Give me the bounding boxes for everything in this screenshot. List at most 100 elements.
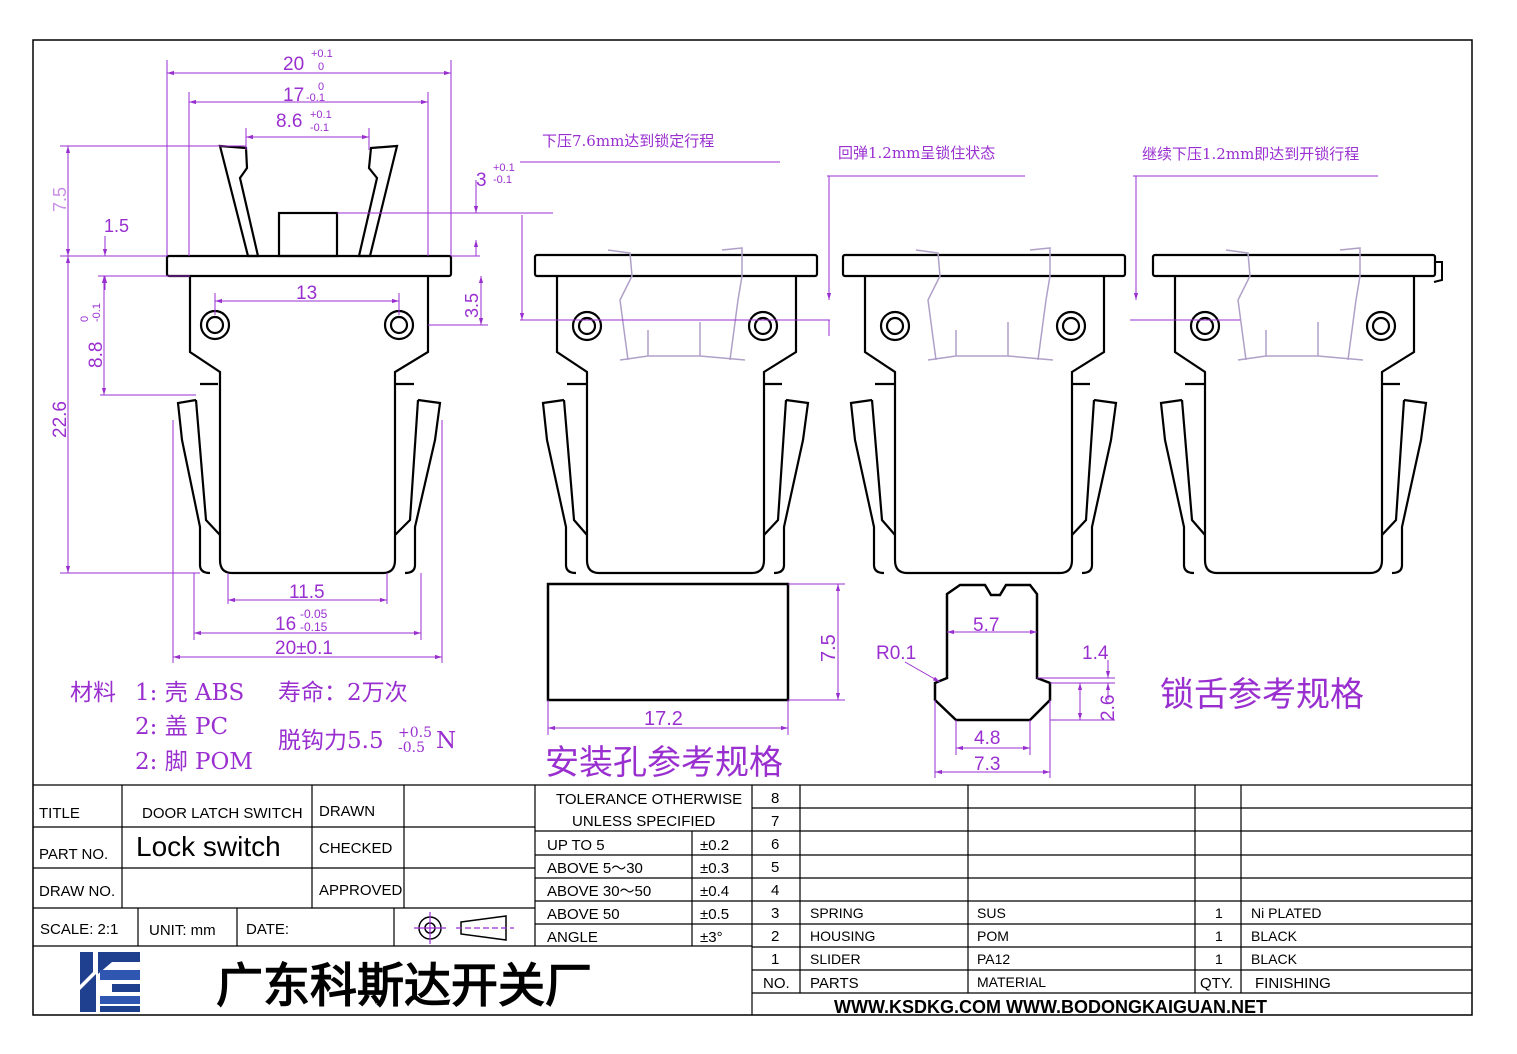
dim-8-6: 8.6 — [276, 111, 302, 132]
bom-row-no: 7 — [771, 813, 779, 830]
dim-20-top-tol-dn: 0 — [318, 61, 324, 73]
bom-row-material: POM — [977, 928, 1009, 944]
dim-1-4: 1.4 — [1082, 643, 1109, 664]
state-view-1 — [533, 247, 819, 575]
dim-20-bottom: 20±0.1 — [275, 638, 333, 659]
bom-row-part: SLIDER — [810, 951, 861, 967]
tolerance-range: ABOVE 50 — [547, 906, 620, 923]
tolerance-range: ABOVE 30～50 — [547, 883, 651, 900]
state-view-3 — [1151, 247, 1443, 575]
dim-20-top-tol-up: +0.1 — [311, 48, 333, 60]
pull-force-tol-up: +0.5 — [398, 725, 432, 741]
hole-spec-label: 安装孔参考规格 — [545, 743, 783, 783]
tolerance-value: ±0.4 — [700, 883, 729, 900]
scale-label: SCALE: 2:1 — [40, 921, 118, 938]
bom-row-material: PA12 — [977, 951, 1010, 967]
dim-16-tol-dn: -0.15 — [300, 620, 328, 634]
dim-22-6: 22.6 — [50, 401, 71, 438]
material-title: 材料 — [70, 680, 116, 706]
bom-header-finishing: FINISHING — [1255, 975, 1331, 992]
bom-header-no: NO. — [763, 975, 790, 992]
dim-2-6: 2.6 — [1098, 695, 1119, 721]
title-label: TITLE — [39, 805, 80, 822]
bom-row-qty: 1 — [1215, 951, 1223, 967]
step1-label: 下压7.6mm达到锁定行程 — [542, 132, 714, 150]
bom-row-finishing: BLACK — [1251, 951, 1298, 967]
install-hole — [546, 582, 845, 735]
company-logo — [80, 952, 140, 1012]
pull-force-unit: N — [436, 728, 456, 754]
tolerance-value: ±0.2 — [700, 837, 729, 854]
dim-8-6-tol-dn: -0.1 — [310, 122, 329, 134]
dim-5-7: 5.7 — [973, 615, 999, 636]
dim-3-tol-dn: -0.1 — [493, 174, 512, 186]
tolerance-header-1: TOLERANCE OTHERWISE — [556, 791, 742, 808]
part-no-label: PART NO. — [39, 846, 108, 863]
bom-row-finishing: BLACK — [1251, 928, 1298, 944]
dim-3-5: 3.5 — [462, 293, 482, 318]
draw-no-label: DRAW NO. — [39, 883, 115, 900]
title-block — [33, 784, 1472, 1015]
material-3: 2: 脚 POM — [135, 749, 253, 775]
tolerance-value: ±3° — [700, 929, 723, 946]
dim-r0-1: R0.1 — [876, 643, 916, 664]
bom-row-no: 5 — [771, 859, 779, 876]
dim-16-tol-up: -0.05 — [300, 607, 328, 621]
dim-20-top: 20 — [283, 54, 304, 75]
title-value: DOOR LATCH SWITCH — [142, 805, 303, 822]
bom-row-no: 3 — [771, 905, 779, 922]
tolerance-header-2: UNLESS SPECIFIED — [572, 813, 716, 830]
dim-4-8: 4.8 — [974, 728, 1000, 749]
bom-row-part: SPRING — [810, 905, 864, 921]
tolerance-range: UP TO 5 — [547, 837, 605, 854]
pull-force-tol-dn: -0.5 — [398, 740, 425, 756]
lock-tongue — [904, 583, 1115, 778]
life-label: 寿命：2万次 — [278, 680, 408, 706]
annotations: 下压7.6mm达到锁定行程 回弹1.2mm呈锁住状态 继续下压1.2mm即达到开… — [70, 132, 1364, 783]
tolerance-value: ±0.3 — [700, 860, 729, 877]
pull-force-label: 脱钩力5.5 — [278, 728, 384, 754]
material-1: 1: 壳 ABS — [135, 680, 244, 706]
tongue-spec-label: 锁舌参考规格 — [1160, 675, 1364, 715]
material-2: 2: 盖 PC — [135, 714, 228, 740]
drawn-label: DRAWN — [319, 803, 375, 820]
dim-8-6-tol-up: +0.1 — [310, 109, 332, 121]
bom-header-parts: PARTS — [810, 975, 859, 992]
dim-8-8: 8.8 — [86, 342, 107, 368]
step-leaders — [519, 161, 1378, 336]
bom-row-no: 6 — [771, 836, 779, 853]
bom-header-qty: QTY. — [1200, 975, 1233, 992]
dim-hole-17-2: 17.2 — [644, 708, 683, 730]
bom-row-qty: 1 — [1215, 905, 1223, 921]
state-views — [533, 247, 1443, 575]
dim-7-3: 7.3 — [974, 754, 1000, 775]
dim-11-5: 11.5 — [289, 582, 325, 603]
bom-row-no: 4 — [771, 882, 779, 899]
bom-row-part: HOUSING — [810, 928, 875, 944]
dim-3: 3 — [476, 170, 487, 191]
checked-label: CHECKED — [319, 840, 393, 857]
dim-8-8-tol-dn: -0.1 — [91, 303, 103, 322]
bom-row-material: SUS — [977, 905, 1006, 921]
front-view-dimensions — [60, 60, 553, 663]
dim-13: 13 — [296, 283, 317, 304]
dim-17-tol-dn: -0.1 — [306, 92, 325, 104]
tolerance-range: ANGLE — [547, 929, 598, 946]
bom-row-no: 8 — [771, 790, 779, 807]
date-label: DATE: — [246, 921, 289, 938]
dim-hole-7-5: 7.5 — [818, 634, 840, 662]
bom-row-no: 1 — [771, 951, 779, 968]
dim-16: 16 — [275, 614, 296, 635]
unit-label: UNIT: mm — [149, 922, 216, 939]
tolerance-range: ABOVE 5～30 — [547, 860, 643, 877]
approved-label: APPROVED — [319, 882, 403, 899]
dim-17: 17 — [283, 85, 304, 106]
bom-header-material: MATERIAL — [977, 974, 1046, 990]
part-no-value: Lock switch — [136, 831, 281, 862]
step3-label: 继续下压1.2mm即达到开锁行程 — [1142, 145, 1359, 163]
bom-header: NO. PARTS MATERIAL QTY. FINISHING — [763, 974, 1331, 992]
dimension-labels: 20 +0.1 0 17 0 -0.1 8.6 +0.1 -0.1 7.5 1.… — [50, 48, 1119, 775]
tolerance-value: ±0.5 — [700, 906, 729, 923]
